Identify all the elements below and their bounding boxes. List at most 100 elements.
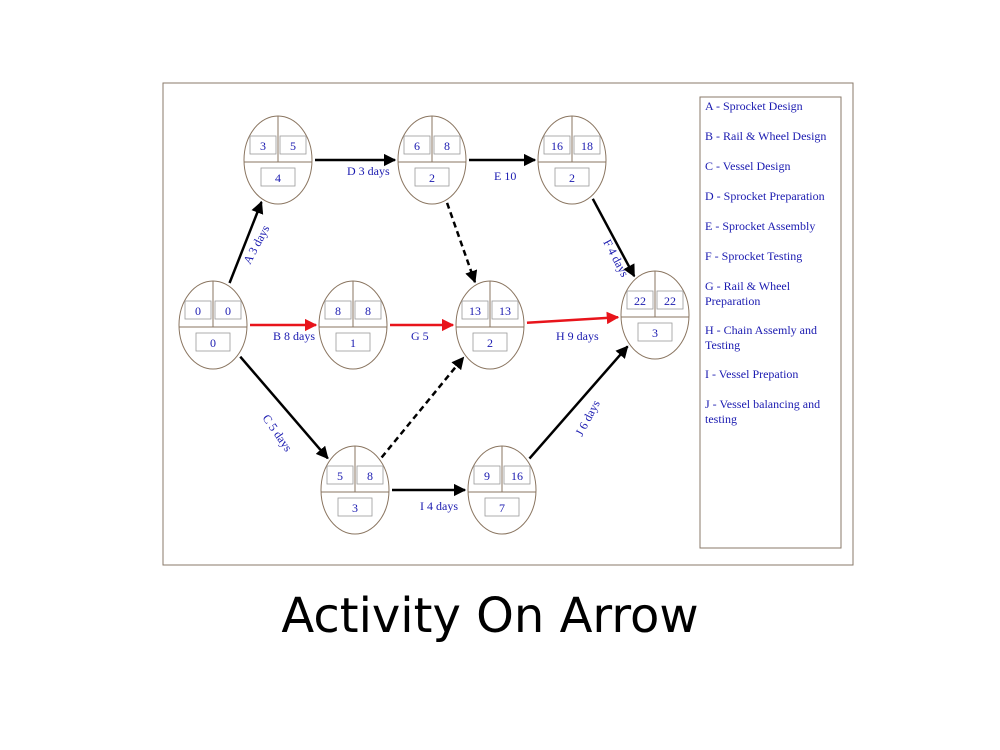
legend-line: J - Vessel balancing and [705, 397, 820, 411]
node-es-box [626, 290, 654, 310]
activity-i-label: I 4 days [420, 499, 458, 513]
node-number: 2 [569, 171, 575, 185]
node-lf-box [433, 135, 461, 155]
activity-g-label: G 5 [411, 329, 429, 343]
node-number: 2 [429, 171, 435, 185]
node-number: 1 [350, 336, 356, 350]
node-number: 0 [210, 336, 216, 350]
node-lf-box [214, 300, 242, 320]
legend-item-i: I - Vessel Prepation [705, 367, 798, 381]
legend-item-f: F - Sprocket Testing [705, 249, 802, 263]
node-earliest-start: 8 [335, 304, 341, 318]
event-node-n3: 8 8 1 [318, 280, 388, 370]
node-num-box [337, 497, 373, 517]
node-lf-box [656, 290, 684, 310]
activity-d-label: D 3 days [347, 164, 390, 178]
node-latest-finish: 5 [290, 139, 296, 153]
activity-g-arrow: G 5 [390, 318, 455, 343]
node-number: 4 [275, 171, 281, 185]
legend-line: A - Sprocket Design [705, 99, 803, 113]
node-lf-box [279, 135, 307, 155]
legend-frame [699, 96, 842, 549]
node-latest-finish: 8 [365, 304, 371, 318]
node-earliest-start: 13 [469, 304, 481, 318]
node-number: 7 [499, 501, 505, 515]
node-es-box [543, 135, 571, 155]
dummy-1-arrow [445, 202, 478, 284]
activity-h-label: H 9 days [556, 329, 599, 343]
activity-c-line [239, 355, 329, 460]
node-latest-finish: 0 [225, 304, 231, 318]
event-node-n1: 0 0 0 [178, 280, 248, 370]
activity-a-line [228, 200, 264, 284]
legend-item-a: A - Sprocket Design [705, 99, 803, 113]
event-node-n8: 16 18 2 [537, 115, 607, 205]
activity-a-arrow: A 3 days [228, 200, 273, 284]
legend-item-c: C - Vessel Design [705, 159, 790, 173]
legend-line: testing [705, 412, 737, 426]
legend-line: H - Chain Assemly and [705, 323, 817, 337]
node-earliest-start: 5 [337, 469, 343, 483]
activity-h-arrow: H 9 days [526, 311, 620, 343]
event-node-n4: 5 8 3 [320, 445, 390, 535]
node-num-box [335, 332, 371, 352]
legend-item-d: D - Sprocket Preparation [705, 189, 825, 203]
legend-line: G - Rail & Wheel [705, 279, 791, 293]
legend-box: A - Sprocket Design B - Rail & Wheel Desi… [699, 96, 842, 549]
activity-b-label: B 8 days [273, 329, 315, 343]
activity-h-line [526, 311, 620, 325]
dummy-1-line [445, 202, 478, 284]
node-lf-box [573, 135, 601, 155]
legend-line: I - Vessel Prepation [705, 367, 798, 381]
node-latest-finish: 18 [581, 139, 593, 153]
node-num-box [195, 332, 231, 352]
activity-e-label: E 10 [494, 169, 516, 183]
event-node-n6: 13 13 2 [455, 280, 525, 370]
legend-line: Testing [705, 338, 740, 352]
legend-line: E - Sprocket Assembly [705, 219, 815, 233]
node-num-box [484, 497, 520, 517]
node-number: 3 [652, 326, 658, 340]
dummy-2-line [380, 356, 465, 459]
diagram-frame [162, 82, 854, 566]
node-number: 3 [352, 501, 358, 515]
legend-line: F - Sprocket Testing [705, 249, 802, 263]
activity-b-arrow: B 8 days [250, 318, 318, 343]
node-lf-box [503, 465, 531, 485]
legend-line: Preparation [705, 294, 760, 308]
activity-c-label: C 5 days [260, 412, 296, 455]
node-latest-finish: 22 [664, 294, 676, 308]
node-latest-finish: 16 [511, 469, 523, 483]
node-lf-box [491, 300, 519, 320]
node-earliest-start: 16 [551, 139, 563, 153]
node-latest-finish: 8 [444, 139, 450, 153]
node-lf-box [354, 300, 382, 320]
node-earliest-start: 22 [634, 294, 646, 308]
node-earliest-start: 3 [260, 139, 266, 153]
activity-c-arrow: C 5 days [239, 355, 329, 460]
legend-items: A - Sprocket Design B - Rail & Wheel Desi… [705, 99, 826, 426]
node-es-box [184, 300, 212, 320]
node-latest-finish: 8 [367, 469, 373, 483]
node-es-box [473, 465, 501, 485]
node-earliest-start: 6 [414, 139, 420, 153]
legend-item-b: B - Rail & Wheel Design [705, 129, 826, 143]
node-earliest-start: 0 [195, 304, 201, 318]
node-es-box [326, 465, 354, 485]
node-latest-finish: 13 [499, 304, 511, 318]
dummy-2-arrow [380, 356, 465, 459]
node-num-box [637, 322, 673, 342]
page-title: Activity On Arrow [281, 588, 698, 644]
node-es-box [324, 300, 352, 320]
node-num-box [554, 167, 590, 187]
activity-f-arrow: F 4 days [591, 198, 636, 280]
node-number: 2 [487, 336, 493, 350]
activity-f-line [591, 198, 636, 278]
node-lf-box [356, 465, 384, 485]
legend-item-e: E - Sprocket Assembly [705, 219, 815, 233]
